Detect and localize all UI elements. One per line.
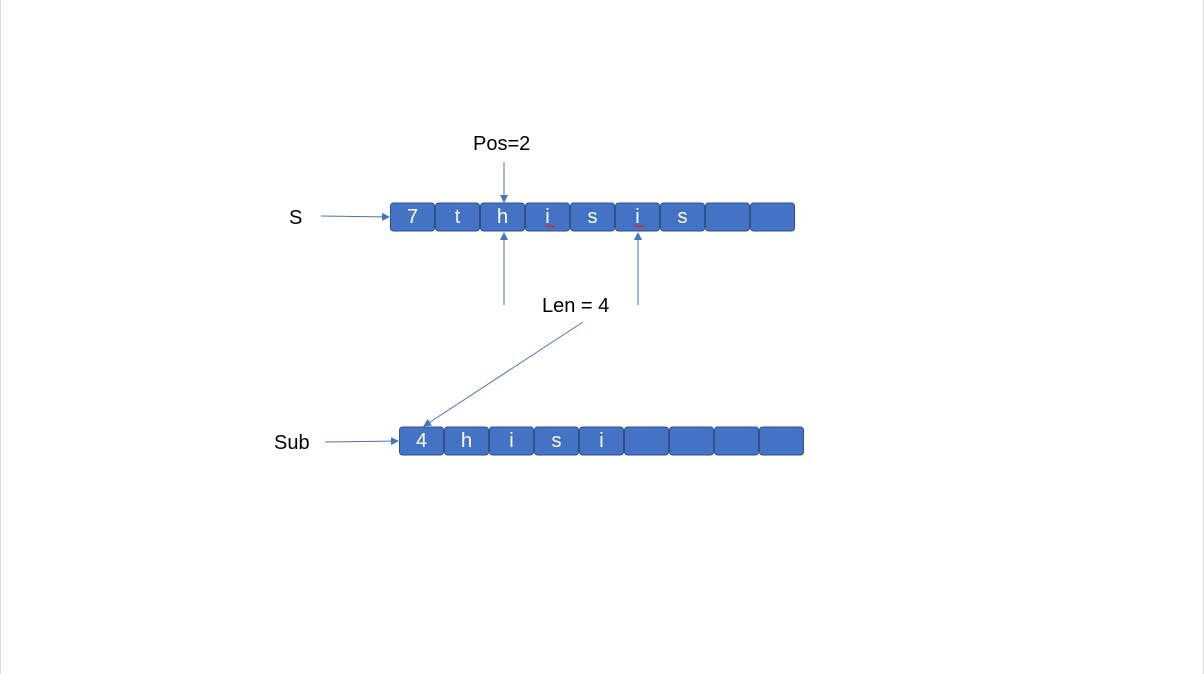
s-cell-box: [750, 202, 795, 232]
sub-cell-char: h: [461, 430, 472, 452]
sub-cell-char: i: [599, 430, 603, 452]
sub-cell: [669, 426, 714, 456]
sub-cell-char: s: [552, 430, 562, 452]
arrow-len-to-sub: [423, 321, 584, 427]
s-cell: s: [660, 202, 705, 232]
s-cell-box: [615, 202, 660, 232]
s-cell-char: s: [588, 206, 598, 228]
string-s-row: 7 t h i s i s: [390, 202, 795, 232]
s-cell-box: [435, 202, 480, 232]
sub-cell-box: [489, 426, 534, 456]
s-cell: [750, 202, 795, 232]
sub-cell-box: [399, 426, 444, 456]
sub-cell: 4: [399, 426, 444, 456]
label-s: S: [289, 207, 302, 229]
s-cell-char: 7: [407, 206, 418, 228]
sub-cell: [759, 426, 804, 456]
s-cell: t: [435, 202, 480, 232]
arrow-sub-to-row: [324, 437, 399, 446]
sub-cell: i: [579, 426, 624, 456]
sub-cell-box: [714, 426, 759, 456]
label-len: Len = 4: [542, 295, 609, 317]
s-cell: [705, 202, 750, 232]
arrow-s-to-row: [320, 212, 390, 221]
label-sub: Sub: [274, 432, 310, 454]
s-cell: i: [525, 202, 570, 232]
sub-cell-char: 4: [416, 430, 427, 452]
s-cell-char: s: [678, 206, 688, 228]
sub-cell-box: [669, 426, 714, 456]
sub-cell: s: [534, 426, 579, 456]
sub-cell-box: [579, 426, 624, 456]
s-cell-char: t: [455, 206, 461, 228]
sub-cell-box: [444, 426, 489, 456]
s-cell: h: [480, 202, 525, 232]
sub-cell-box: [759, 426, 804, 456]
sub-cell-char: i: [509, 430, 513, 452]
sub-cell: h: [444, 426, 489, 456]
s-cell-box: [390, 202, 435, 232]
sub-cell-box: [534, 426, 579, 456]
s-cell-box: [570, 202, 615, 232]
sub-cell-box: [624, 426, 669, 456]
s-cell-char: h: [497, 206, 508, 228]
s-cell-char: i: [545, 206, 549, 228]
label-pos: Pos=2: [473, 133, 530, 155]
spellcheck-squiggle-1: [544, 224, 556, 228]
s-cell: 7: [390, 202, 435, 232]
sub-cell: i: [489, 426, 534, 456]
string-sub-row: 4 h i s i: [399, 426, 804, 456]
s-cell-box: [480, 202, 525, 232]
s-cell-box: [525, 202, 570, 232]
s-cell: s: [570, 202, 615, 232]
sub-cell: [714, 426, 759, 456]
s-cell-box: [705, 202, 750, 232]
s-cell-box: [660, 202, 705, 232]
s-cell: i: [615, 202, 660, 232]
sub-cell: [624, 426, 669, 456]
spellcheck-squiggle-2: [633, 224, 645, 228]
s-cell-char: i: [635, 206, 639, 228]
